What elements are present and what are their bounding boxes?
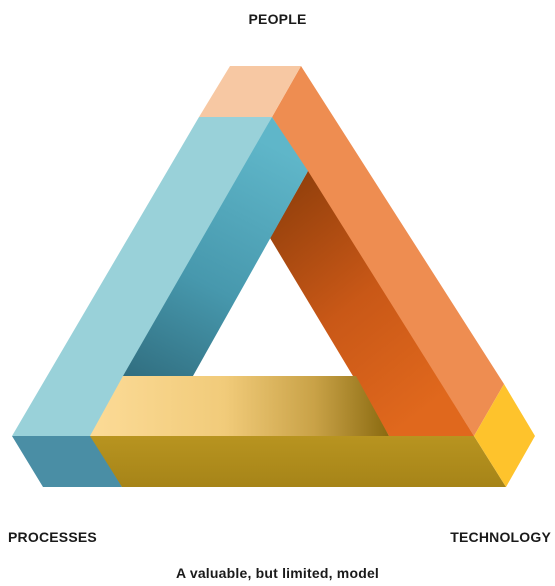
processes-beam-inner-face <box>123 117 308 433</box>
caption: A valuable, but limited, model <box>175 565 380 581</box>
technology-beam-front-face <box>90 436 506 487</box>
people-beam-inner-face <box>270 171 474 436</box>
processes-beam-bottom-face <box>12 436 122 487</box>
technology-label: TECHNOLOGY <box>450 529 551 545</box>
people-beam-outer-face <box>272 66 504 436</box>
technology-beam-top-face <box>90 376 389 436</box>
processes-beam-outer-face <box>12 117 272 436</box>
processes-label: PROCESSES <box>8 529 97 545</box>
people-beam-top-face <box>199 66 301 117</box>
technology-beam-corner-face <box>474 384 535 487</box>
people-label: PEOPLE <box>248 11 307 27</box>
